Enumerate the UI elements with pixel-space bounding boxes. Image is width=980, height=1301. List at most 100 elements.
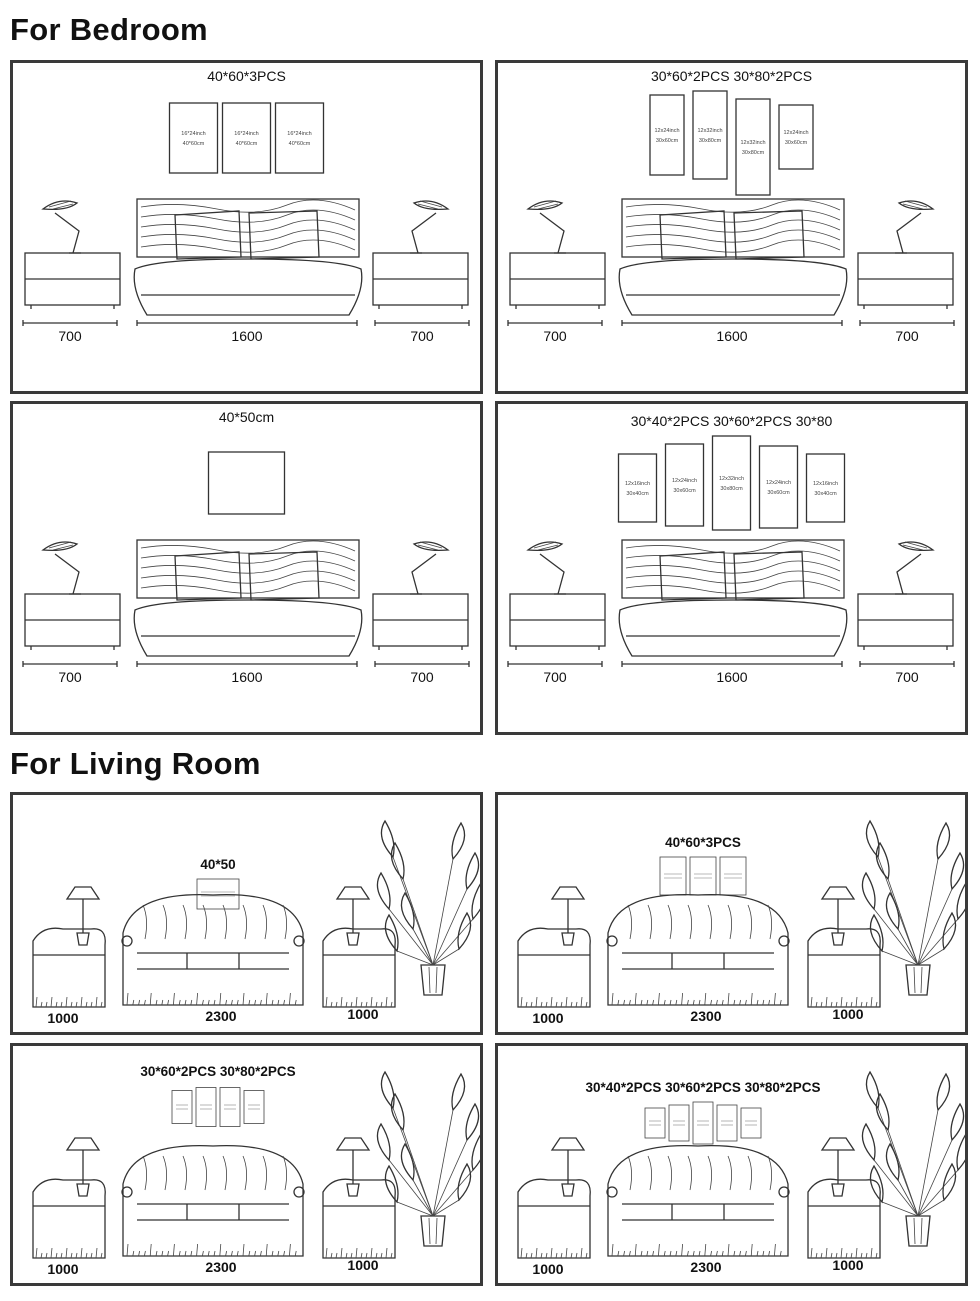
canvas-frame — [168, 102, 219, 174]
potted-plant-icon — [861, 1070, 965, 1247]
wall-art-group — [207, 451, 286, 515]
sofa — [121, 1145, 305, 1257]
armchair — [322, 927, 396, 1008]
size-caption: 30*60*2PCS 30*80*2PCS — [651, 68, 812, 84]
armchair — [322, 1178, 396, 1259]
canvas-frame — [659, 856, 687, 896]
canvas-frame — [219, 1087, 241, 1127]
canvas-frame — [195, 1087, 217, 1127]
table-lamp-icon — [65, 886, 101, 946]
bed — [133, 539, 363, 657]
nightstand — [372, 252, 469, 309]
dimension-label: 700 — [410, 328, 434, 344]
size-caption: 30*40*2PCS 30*60*2PCS 30*80 — [631, 413, 833, 429]
size-caption: 40*50cm — [219, 409, 274, 425]
canvas-frame — [758, 445, 799, 529]
frame-size-cm: 30x60cm — [785, 140, 808, 146]
frame-size-cm: 40*60cm — [289, 141, 311, 147]
nightstand — [509, 252, 606, 309]
frame-size-inch: 16*24inch — [287, 131, 311, 137]
nightstand — [372, 593, 469, 650]
table-lamp-icon — [410, 541, 450, 595]
potted-plant-icon — [376, 1070, 480, 1247]
sofa — [121, 894, 305, 1006]
living-room-layout-panel: 30*60*2PCS 30*80*2PCS 1000 2300 1000 — [10, 1043, 483, 1286]
size-caption: 40*60*3PCS — [207, 68, 286, 84]
frame-size-inch: 12x24inch — [766, 480, 791, 486]
armchair — [517, 1178, 591, 1259]
dimension-label: 700 — [410, 669, 434, 685]
canvas-frame — [778, 104, 814, 170]
dimension-label: 1000 — [347, 1257, 378, 1273]
frame-size-inch: 12x32inch — [697, 128, 722, 134]
dimension-label: 700 — [543, 328, 567, 344]
potted-plant-icon — [376, 819, 480, 996]
dimension-label: 1000 — [532, 1261, 563, 1277]
frame-size-inch: 12x32inch — [740, 140, 765, 146]
size-caption: 30*60*2PCS 30*80*2PCS — [140, 1064, 295, 1079]
table-lamp-icon — [820, 1137, 856, 1197]
table-lamp-icon — [895, 200, 935, 254]
frame-size-cm: 30x60cm — [656, 138, 679, 144]
wall-art-group: 12x16inch30x40cm12x24inch30x60cm12x32inc… — [617, 435, 846, 531]
table-lamp-icon — [895, 541, 935, 595]
table-lamp-icon — [410, 200, 450, 254]
frame-size-cm: 30x60cm — [673, 488, 696, 494]
table-lamp-icon — [820, 886, 856, 946]
frame-size-cm: 30x60cm — [767, 490, 790, 496]
sofa — [606, 894, 790, 1006]
potted-plant-icon — [861, 819, 965, 996]
frame-size-inch: 12x24inch — [783, 130, 808, 136]
dimension-label: 2300 — [205, 1259, 236, 1275]
canvas-frame — [711, 435, 752, 531]
bedroom-layout-panel: 40*60*3PCS 16*24inch 40*60cm 16*24inch 40*60… — [10, 60, 483, 394]
wall-art-group — [644, 1101, 762, 1145]
wall-art-group — [171, 1087, 265, 1127]
canvas-frame — [716, 1104, 738, 1142]
table-lamp-icon — [335, 1137, 371, 1197]
canvas-frame — [649, 94, 685, 176]
size-caption: 30*40*2PCS 30*60*2PCS 30*80*2PCS — [586, 1080, 821, 1095]
dimension-label: 1600 — [231, 669, 262, 685]
table-lamp-icon — [41, 200, 81, 254]
canvas-frame — [735, 98, 771, 196]
frame-size-cm: 30x80cm — [699, 138, 722, 144]
frame-size-inch: 16*24inch — [181, 131, 205, 137]
bed — [618, 539, 848, 657]
frame-size-cm: 40*60cm — [183, 141, 205, 147]
frame-size-inch: 12x24inch — [654, 128, 679, 134]
dimension-label: 700 — [58, 669, 82, 685]
table-lamp-icon — [41, 541, 81, 595]
canvas-frame — [221, 102, 272, 174]
canvas-frame — [668, 1104, 690, 1142]
dimension-label: 1000 — [47, 1261, 78, 1277]
dimension-label: 2300 — [690, 1259, 721, 1275]
frame-size-cm: 30x80cm — [720, 486, 743, 492]
armchair — [32, 927, 106, 1008]
canvas-frame — [689, 856, 717, 896]
bed — [133, 198, 363, 316]
canvas-frame — [719, 856, 747, 896]
wall-art-group: 12x24inch 30x60cm 12x32inch 30x80cm 12x32inc… — [649, 90, 814, 196]
armchair — [807, 927, 881, 1008]
size-caption: 40*60*3PCS — [665, 835, 741, 850]
canvas-frame — [171, 1090, 193, 1124]
canvas-frame — [740, 1107, 762, 1139]
canvas-frame — [644, 1107, 666, 1139]
table-lamp-icon — [526, 200, 566, 254]
canvas-frame — [617, 453, 658, 523]
dimension-label: 1000 — [47, 1010, 78, 1026]
frame-size-inch: 12x16inch — [813, 481, 838, 487]
armchair — [807, 1178, 881, 1259]
frame-size-cm: 30x80cm — [742, 150, 765, 156]
wall-art-group — [196, 878, 240, 910]
frame-size-inch: 16*24inch — [234, 131, 258, 137]
nightstand — [24, 593, 121, 650]
size-caption: 40*50 — [200, 857, 235, 872]
dimension-label: 1000 — [532, 1010, 563, 1026]
armchair — [517, 927, 591, 1008]
living-room-section-title: For Living Room — [10, 746, 261, 781]
